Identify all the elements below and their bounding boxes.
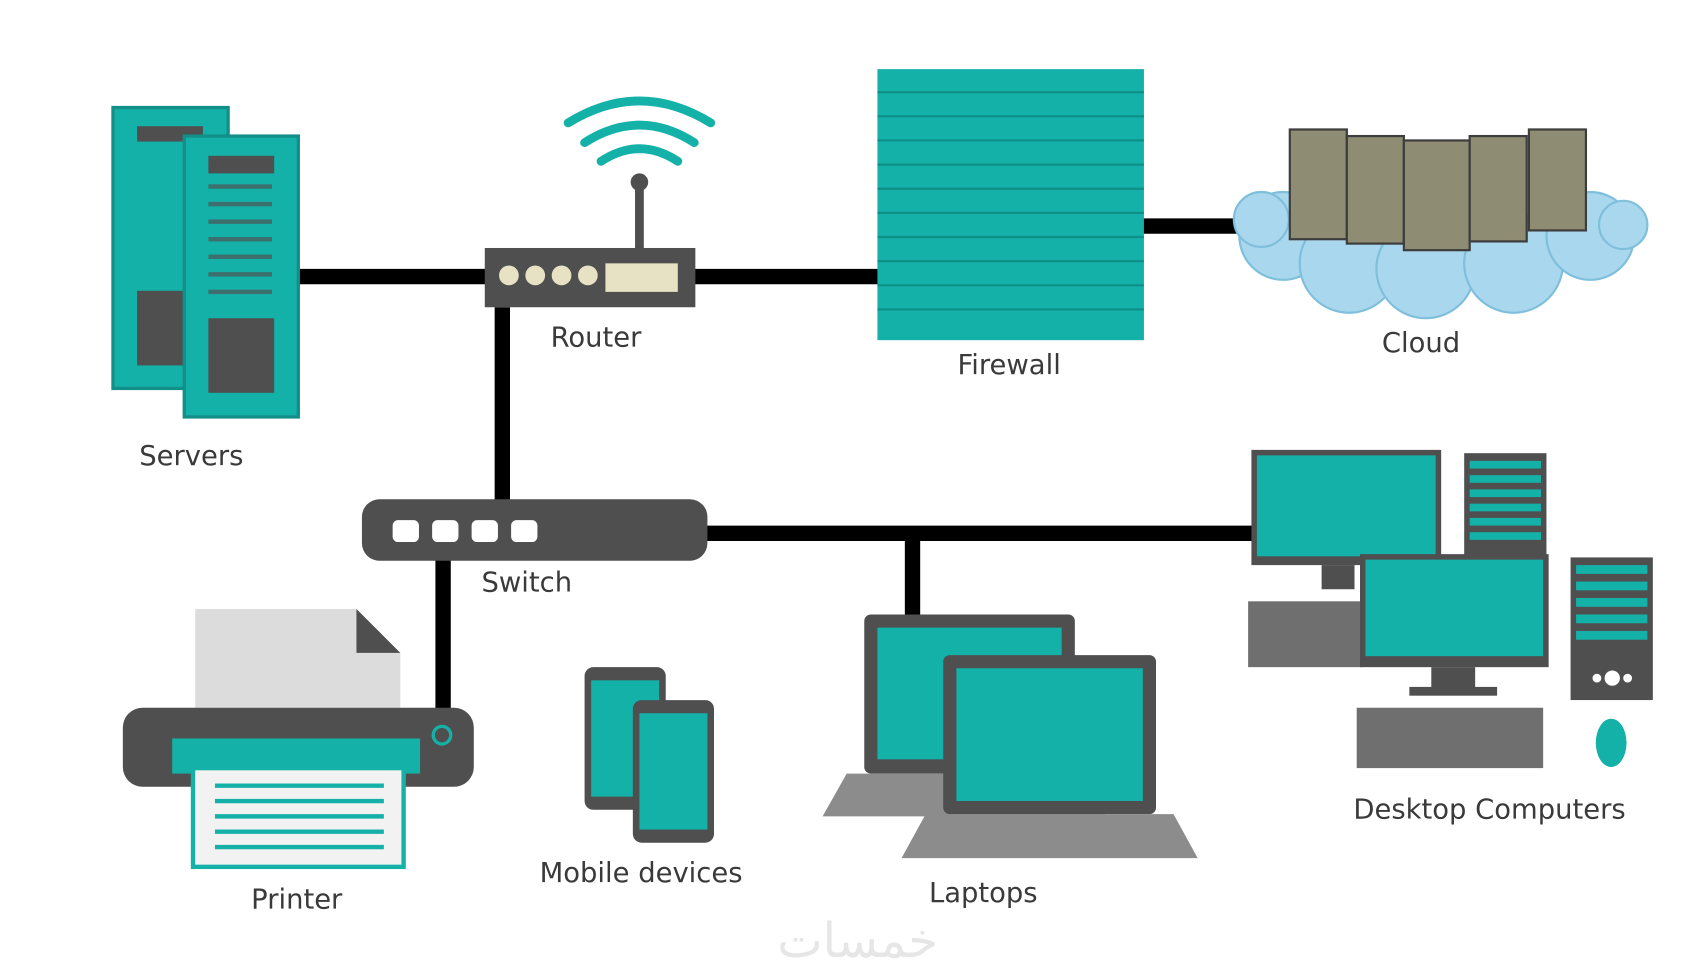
mobile-devices-label: Mobile devices [540,858,743,889]
firewall-label: Firewall [957,350,1060,381]
cloud-label: Cloud [1382,328,1460,359]
router-label: Router [551,323,643,354]
printer-icon [122,608,474,870]
desktop-computers-icon [1248,449,1653,769]
watermark-logo: خمسات [777,913,938,969]
servers-icon [111,105,300,419]
printer-label: Printer [251,885,343,916]
switch-label: Switch [481,567,572,598]
laptops-icon [822,614,1198,859]
firewall-icon [877,69,1144,341]
servers-label: Servers [139,441,243,472]
cloud-icon [1232,128,1649,320]
connections [296,218,1256,714]
laptops-label: Laptops [929,878,1038,909]
router-icon [484,96,716,308]
mobile-devices-icon [584,667,714,843]
desktop-computers-label: Desktop Computers [1353,795,1625,826]
switch-icon [361,499,708,561]
